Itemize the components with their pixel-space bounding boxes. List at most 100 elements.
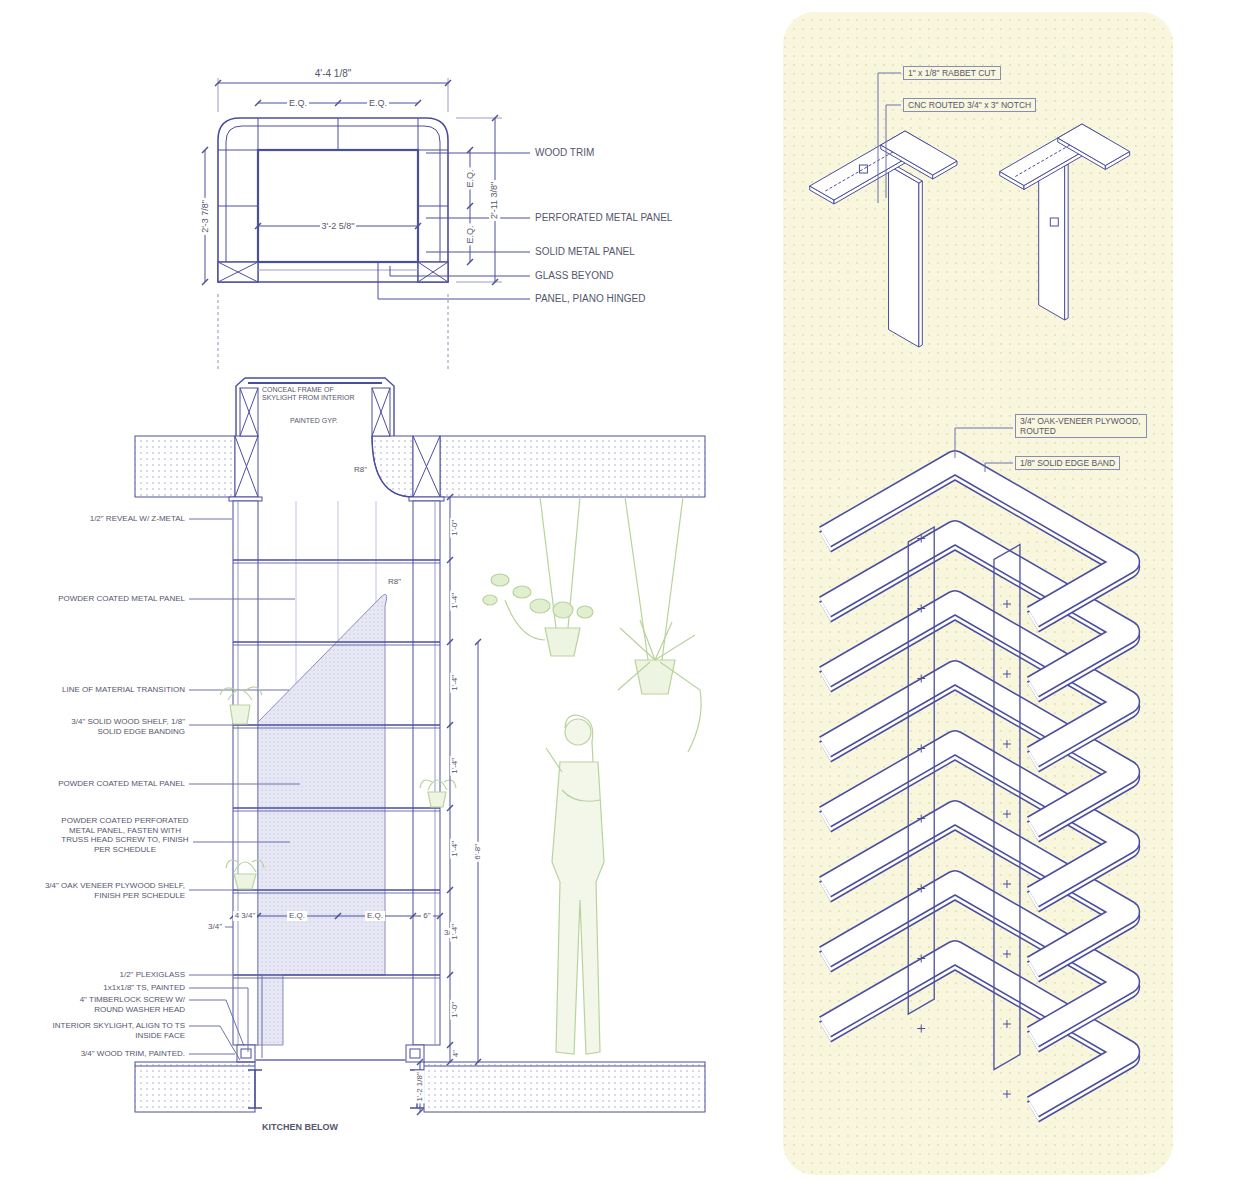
iso-face: [919, 181, 922, 347]
shelf-plate: [825, 812, 1128, 967]
dimension-text: 1'-4": [450, 839, 460, 859]
dimension-tick: [202, 147, 208, 153]
dimension-line: [218, 83, 448, 84]
notch-cross: [1003, 600, 1011, 608]
dimension-text: 6'-8": [473, 842, 483, 862]
section-view: [135, 378, 705, 1112]
callout-label: 3/4" OAK VENEER PLYWOOD SHELF, FINISH PE…: [35, 881, 185, 900]
callout-label: 1/8" SOLID EDGE BAND: [1015, 456, 1120, 470]
shelf-plate: [825, 462, 1128, 617]
dimension-tick: [467, 147, 473, 153]
callout-label: 1" x 1/8" RABBET CUT: [903, 66, 1001, 80]
room-label: KITCHEN BELOW: [262, 1122, 338, 1133]
iso-face: [881, 131, 957, 175]
dimension-text: 2'-3 7/8": [200, 198, 211, 235]
dimension-tick: [475, 639, 481, 645]
panel-ground: [783, 12, 1173, 1175]
support-fin: [994, 545, 1020, 1070]
shelf-plate: [825, 672, 1128, 827]
notch-cross: [917, 675, 925, 683]
dimension-text: 1'-4": [450, 922, 460, 942]
dimension-text: 6": [421, 911, 432, 921]
dimension-text: E.Q.: [287, 98, 309, 109]
dimension-tick: [447, 639, 453, 645]
note-text: CONCEAL FRAME OF SKYLIGHT FROM INTERIOR: [262, 386, 368, 403]
dimension-text: E.Q.: [367, 98, 389, 109]
callout-label: INTERIOR SKYLIGHT, ALIGN TO TS INSIDE FA…: [35, 1021, 185, 1040]
dimension-text: E.Q.: [365, 911, 385, 921]
plan-view: [218, 78, 530, 372]
shelf-plate: [825, 882, 1128, 1037]
iso-face: [1065, 164, 1068, 320]
dimension-tick: [447, 887, 453, 893]
callout-label: GLASS BEYOND: [535, 270, 613, 282]
shelf-plate: [825, 462, 1128, 617]
callout-label: PERFORATED METAL PANEL: [535, 212, 672, 224]
notch-cross: [1003, 1020, 1011, 1028]
dimension-line: [450, 497, 451, 1062]
dimension-tick: [335, 100, 341, 106]
shelf-plate: [825, 602, 1128, 757]
shelf-plate: [825, 742, 1128, 897]
iso-leaders: [878, 73, 1013, 472]
dimension-text: 1'-4": [450, 673, 460, 693]
dimension-text: 1'-0": [450, 1000, 460, 1020]
dimension-tick: [492, 279, 498, 285]
notch-cross: [917, 885, 925, 893]
dimension-line: [233, 916, 440, 917]
callout-label: PANEL, PIANO HINGED: [535, 293, 645, 305]
notch-cross: [917, 955, 925, 963]
note-text: PAINTED GYP.: [290, 417, 338, 425]
notch-cross: [917, 1025, 925, 1033]
shelf-plate: [825, 672, 1128, 827]
dimension-text: 4 3/4": [233, 911, 258, 921]
notch-cross: [917, 815, 925, 823]
dimension-tick: [215, 80, 221, 86]
dimension-tick: [467, 203, 473, 209]
shelf-plate: [825, 812, 1128, 967]
shelf-plate: [825, 532, 1128, 687]
shelf-plate: [825, 742, 1128, 897]
dimension-tick: [445, 80, 451, 86]
dimension-text: E.Q.: [465, 223, 476, 245]
notch-cross: [1003, 810, 1011, 818]
notch-mark: [859, 165, 867, 173]
dimension-text: 1'-2 1/8": [415, 1070, 425, 1103]
callout-label: SOLID METAL PANEL: [535, 246, 635, 258]
dimension-tick: [447, 494, 453, 500]
dimension-text: 2'-11 3/8": [490, 179, 501, 220]
notch-cross: [1003, 670, 1011, 678]
shelf-plate: [825, 602, 1128, 757]
dimension-tick: [335, 913, 341, 919]
dimension-text: 3/4": [208, 922, 222, 932]
iso-face: [1058, 124, 1130, 166]
dimension-tick: [417, 1109, 423, 1115]
notch-mark: [1050, 218, 1058, 226]
hidden-line: [1014, 145, 1069, 177]
dimension-tick: [467, 259, 473, 265]
dimension-tick: [410, 913, 416, 919]
callout-label: POWDER COATED PERFORATED METAL PANEL, FA…: [60, 816, 190, 854]
callout-label: CNC ROUTED 3/4" x 3" NOTCH: [903, 98, 1036, 112]
callout-label: 3/4" OAK-VENEER PLYWOOD, ROUTED: [1015, 414, 1147, 438]
dimension-text: 1'-4": [450, 756, 460, 776]
dimension-tick: [447, 722, 453, 728]
notch-cross: [1003, 880, 1011, 888]
dimension-tick: [447, 972, 453, 978]
callout-label: POWDER COATED METAL PANEL: [58, 779, 185, 789]
dimension-tick: [447, 805, 453, 811]
dimension-tick: [202, 279, 208, 285]
dimension-text: 3'-2 5/8": [320, 221, 357, 232]
callout-label: POWDER COATED METAL PANEL: [58, 594, 185, 604]
dimension-tick: [437, 913, 443, 919]
dimension-text: R8": [354, 465, 367, 475]
callout-label: 1x1x1/8" TS, PAINTED: [103, 983, 185, 993]
dimension-lines: [202, 80, 498, 1115]
dimension-tick: [447, 1059, 453, 1065]
dimension-tick: [415, 100, 421, 106]
dimension-tick: [255, 223, 261, 229]
dimension-tick: [447, 557, 453, 563]
dimension-text: 1'-0": [450, 518, 460, 538]
notch-cross: [917, 745, 925, 753]
